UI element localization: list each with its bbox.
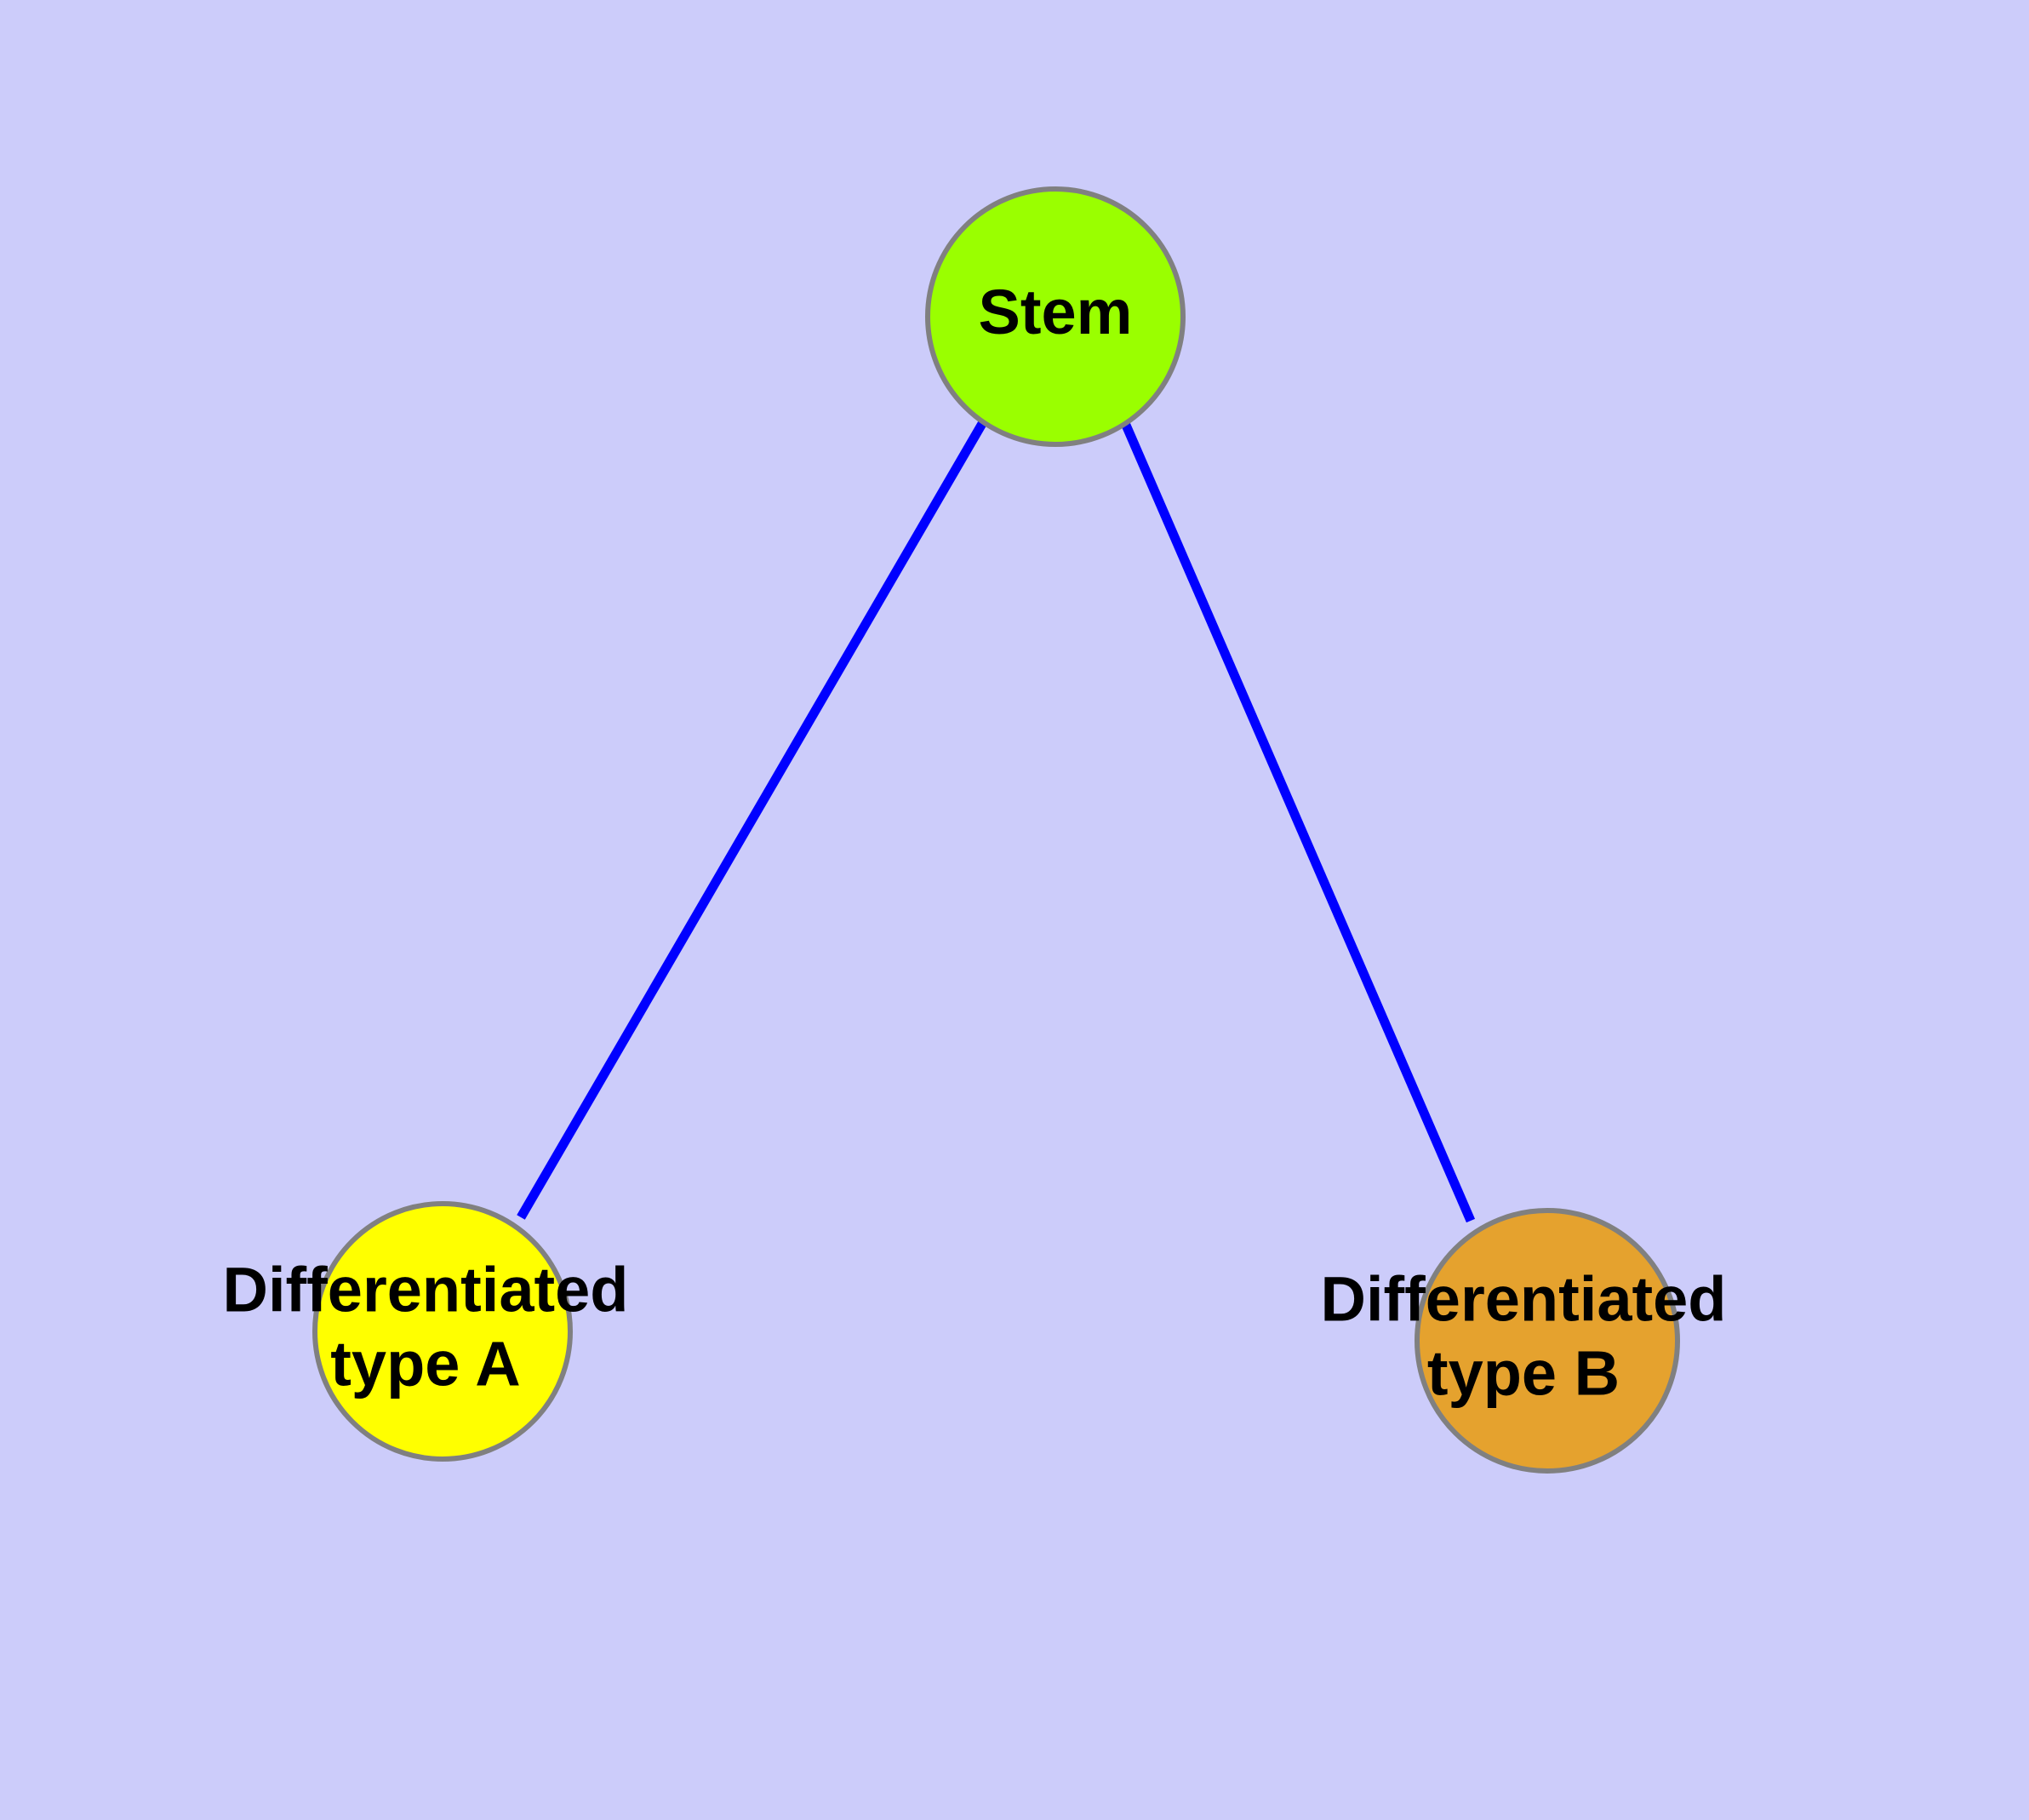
graph-node-diff-type-b[interactable] bbox=[1415, 1208, 1680, 1474]
nodes-layer bbox=[312, 186, 1680, 1474]
edges-layer bbox=[517, 420, 1476, 1223]
graph-node-label-line: type B bbox=[1427, 1337, 1620, 1408]
graph-node-label-line: Stem bbox=[979, 277, 1133, 347]
graph-node-label-line: type A bbox=[330, 1328, 520, 1399]
graph-node-label-stem: Stem bbox=[979, 277, 1133, 347]
graph-node-label-line: Differentiated bbox=[1321, 1263, 1727, 1334]
graph-node-label-line: Differentiated bbox=[223, 1254, 629, 1325]
graph-node-diff-type-a[interactable] bbox=[312, 1201, 573, 1462]
graph-node-stem[interactable] bbox=[925, 186, 1186, 447]
graph-edge-stem-to-diff-b bbox=[1120, 421, 1476, 1223]
graph-edge-stem-to-diff-a bbox=[517, 420, 987, 1220]
